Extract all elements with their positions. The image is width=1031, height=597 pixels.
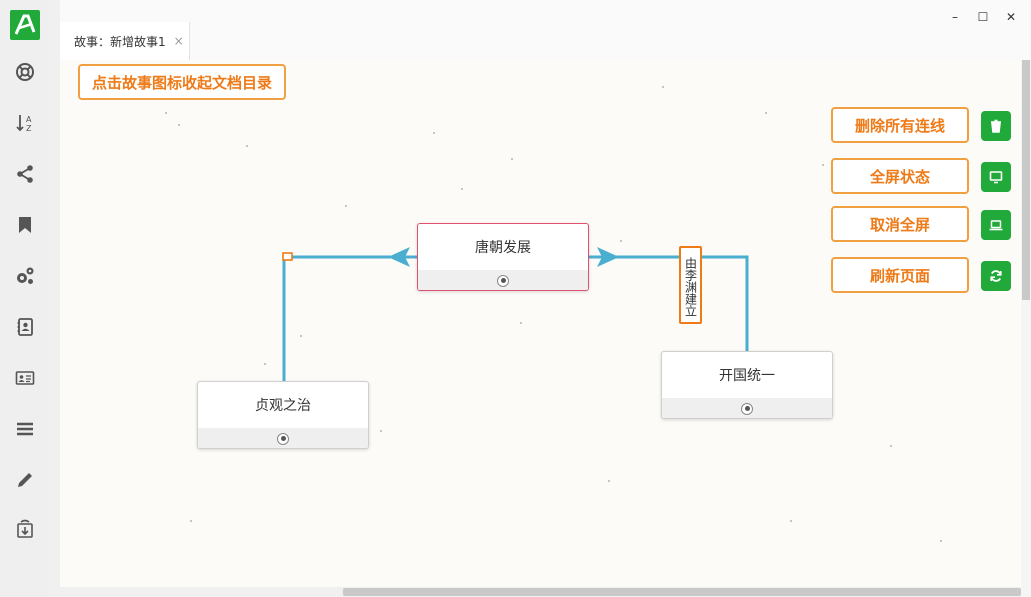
- node-center[interactable]: 唐朝发展: [417, 223, 589, 291]
- app-logo-icon[interactable]: [10, 10, 40, 40]
- fullscreen-label: 全屏状态: [831, 158, 969, 194]
- svg-text:A: A: [26, 115, 32, 124]
- exit-fullscreen-label: 取消全屏: [831, 206, 969, 242]
- export-icon[interactable]: [12, 516, 38, 542]
- titlebar: – ☐ ✕ 故事：新增故事1 ×: [60, 0, 1031, 60]
- minimize-button[interactable]: –: [952, 10, 958, 24]
- node-left-title: 贞观之治: [255, 398, 311, 414]
- story-canvas[interactable]: 点击故事图标收起文档目录 唐朝发展 贞观之治 开国统一 由李渊建立 删除所有连线…: [60, 60, 1021, 587]
- monitor-icon: [989, 171, 1003, 184]
- contacts-book-icon[interactable]: [12, 314, 38, 340]
- refresh-label: 刷新页面: [831, 257, 969, 293]
- tab-close-icon[interactable]: ×: [173, 34, 184, 48]
- node-center-title: 唐朝发展: [475, 240, 531, 256]
- refresh-icon: [990, 270, 1002, 282]
- refresh-button[interactable]: [981, 261, 1011, 291]
- node-right-connector[interactable]: [741, 402, 753, 415]
- maximize-button[interactable]: ☐: [977, 10, 989, 24]
- tab-story[interactable]: 故事：新增故事1 ×: [60, 22, 190, 60]
- svg-text:Z: Z: [26, 124, 32, 133]
- bookmark-icon[interactable]: [12, 212, 38, 238]
- list-icon[interactable]: [12, 416, 38, 442]
- gears-icon[interactable]: [12, 263, 38, 289]
- pencil-icon[interactable]: [12, 467, 38, 493]
- id-card-icon[interactable]: [12, 365, 38, 391]
- node-left[interactable]: 贞观之治: [197, 381, 369, 449]
- fullscreen-button[interactable]: [981, 162, 1011, 192]
- close-button[interactable]: ✕: [1005, 10, 1017, 24]
- vertical-scrollbar[interactable]: [1021, 60, 1031, 597]
- trash-icon: [991, 119, 1001, 133]
- node-center-connector[interactable]: [497, 274, 509, 287]
- edge-label[interactable]: 由李渊建立: [679, 246, 702, 324]
- node-right-title: 开国统一: [719, 368, 775, 384]
- horizontal-scrollbar[interactable]: [60, 587, 1021, 597]
- lifebuoy-icon[interactable]: [12, 59, 38, 85]
- delete-all-links-label: 删除所有连线: [831, 107, 969, 143]
- node-right[interactable]: 开国统一: [661, 351, 833, 419]
- exit-fullscreen-button[interactable]: [981, 210, 1011, 240]
- delete-all-links-button[interactable]: [981, 111, 1011, 141]
- collapse-hint: 点击故事图标收起文档目录: [78, 64, 287, 100]
- vertical-scroll-thumb[interactable]: [1022, 60, 1030, 300]
- share-icon[interactable]: [12, 161, 38, 187]
- node-left-connector[interactable]: [277, 432, 289, 445]
- horizontal-scroll-thumb[interactable]: [343, 588, 1021, 596]
- laptop-icon: [989, 220, 1003, 231]
- tab-label: 故事：新增故事1: [74, 34, 166, 49]
